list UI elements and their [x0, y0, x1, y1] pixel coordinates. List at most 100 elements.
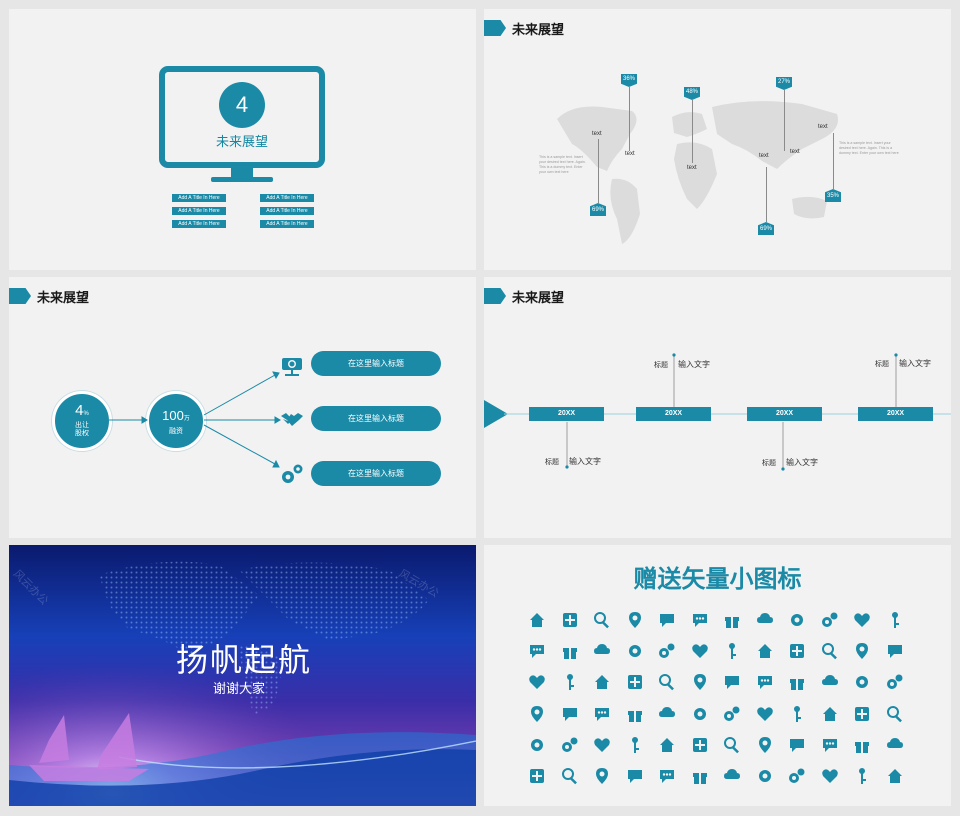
marker-line: [833, 133, 834, 189]
background-art: [9, 545, 476, 806]
house-icon: [561, 767, 579, 785]
map-label: text: [592, 131, 602, 137]
folder-icon: [886, 642, 904, 660]
runner-icon: [886, 673, 904, 691]
header-tag-icon: [484, 20, 506, 36]
target-icon: [821, 642, 839, 660]
refresh-icon: [561, 642, 579, 660]
title-box: Add A Title In Here: [260, 220, 314, 228]
percent-marker: 69%: [758, 222, 774, 235]
percent-marker: 48%: [684, 87, 700, 100]
tag-icon: [593, 673, 611, 691]
dial-icon: [756, 642, 774, 660]
cabinet-icon: [886, 705, 904, 723]
sliders-icon: [593, 736, 611, 754]
timeline-text: 输入文字: [786, 458, 818, 467]
title-box: Add A Title In Here: [172, 220, 226, 228]
equity-unit: %: [83, 411, 89, 417]
battery-icon: [561, 736, 579, 754]
gears-icon: [821, 611, 839, 629]
slide-4[interactable]: 未来展望 20XX 20XX 20XX 20XX 标题输入文字 标题输入文字 标…: [484, 277, 951, 538]
marker-line: [692, 100, 693, 163]
sync-icon: [593, 642, 611, 660]
slide-6[interactable]: 赠送矢量小图标: [484, 545, 951, 806]
mic-icon: [626, 705, 644, 723]
paw-icon: [756, 767, 774, 785]
puzzle-icon: [723, 767, 741, 785]
flow-arrows: [109, 371, 281, 468]
timeline-tag: 标题: [762, 460, 776, 467]
slide-5[interactable]: 风云办公 风云办公 扬帆起航 谢谢大家: [9, 545, 476, 806]
camera-icon: [723, 705, 741, 723]
tv-icon: [561, 705, 579, 723]
title-box: Add A Title In Here: [172, 207, 226, 215]
monitor-icon: [528, 705, 546, 723]
clock-icon: [723, 642, 741, 660]
year-box: 20XX: [747, 407, 822, 421]
bone-icon: [756, 736, 774, 754]
equity-label-2: 股权: [75, 430, 89, 437]
slide-1[interactable]: 4 未来展望 Add A Title In Here Add A Title I…: [9, 9, 476, 270]
map-label: text: [818, 124, 828, 130]
section-subtitle: 未来展望: [215, 134, 268, 149]
timeline-tag: 标题: [654, 362, 668, 369]
plus-box-icon: [561, 611, 579, 629]
timeline-label: 标题 输入文字: [762, 457, 818, 468]
map-label: text: [625, 151, 635, 157]
lock-icon: [528, 642, 546, 660]
dumbbell-icon: [788, 767, 806, 785]
world-map-icon: [557, 101, 838, 244]
slide-title: 未来展望: [512, 289, 565, 305]
left-note: This is a sample text. Insert your desir…: [539, 155, 586, 174]
timeline-text: 输入文字: [569, 457, 601, 466]
slide-header: 未来展望: [9, 287, 89, 305]
tshirt-icon: [853, 673, 871, 691]
percent-marker: 36%: [621, 74, 637, 87]
icons-title: 赠送矢量小图标: [633, 566, 802, 593]
shuffle-icon: [691, 642, 709, 660]
key-icon: [886, 611, 904, 629]
pin-icon: [626, 611, 644, 629]
closing-title: 扬帆起航: [175, 642, 312, 678]
search-icon: [593, 611, 611, 629]
marker-line: [629, 87, 630, 151]
financing-unit: 万: [183, 416, 190, 422]
calendar-icon: [528, 767, 546, 785]
chat-dots-icon: [691, 611, 709, 629]
title-pill[interactable]: 在这里输入标题: [311, 351, 441, 376]
percent-marker: 27%: [776, 77, 792, 90]
mail-icon: [561, 673, 579, 691]
briefcase-icon: [853, 705, 871, 723]
marker-line: [784, 90, 785, 151]
gift-icon: [723, 611, 741, 629]
infinity-icon: [626, 642, 644, 660]
right-note: This is a sample text. Insert your desir…: [839, 141, 899, 155]
medkit-icon: [821, 736, 839, 754]
trophy-icon: [691, 705, 709, 723]
user-icon: [691, 767, 709, 785]
toolbox-icon: [821, 705, 839, 723]
slide-title: 未来展望: [512, 21, 565, 37]
cup-icon: [886, 767, 904, 785]
timeline-tag: 标题: [875, 361, 889, 368]
slide-2[interactable]: 未来展望 36% 48% 27% 69% 69% 35% text text t…: [484, 9, 951, 270]
year-box: 20XX: [529, 407, 604, 421]
bag-icon: [788, 705, 806, 723]
timeline-tag: 标题: [545, 459, 559, 466]
equity-label-1: 出让: [75, 422, 89, 429]
financing-circle: 100万 融资: [146, 391, 206, 451]
title-box: Add A Title In Here: [260, 207, 314, 215]
compass-icon: [788, 642, 806, 660]
title-box: Add A Title In Here: [172, 194, 226, 202]
gear-icon: [788, 611, 806, 629]
pot-icon: [626, 767, 644, 785]
timeline-label: 标题 输入文字: [545, 456, 601, 467]
title-pill[interactable]: 在这里输入标题: [311, 461, 441, 486]
title-pill[interactable]: 在这里输入标题: [311, 406, 441, 431]
title-box: Add A Title In Here: [260, 194, 314, 202]
cloud-icon: [756, 611, 774, 629]
slide-3[interactable]: 未来展望 4% 出让 股权 100万 融资 在这里输入标题 在这里输入标题 在这…: [9, 277, 476, 538]
percent-marker: 69%: [590, 203, 606, 216]
hand-icon: [658, 767, 676, 785]
tray-icon: [528, 736, 546, 754]
